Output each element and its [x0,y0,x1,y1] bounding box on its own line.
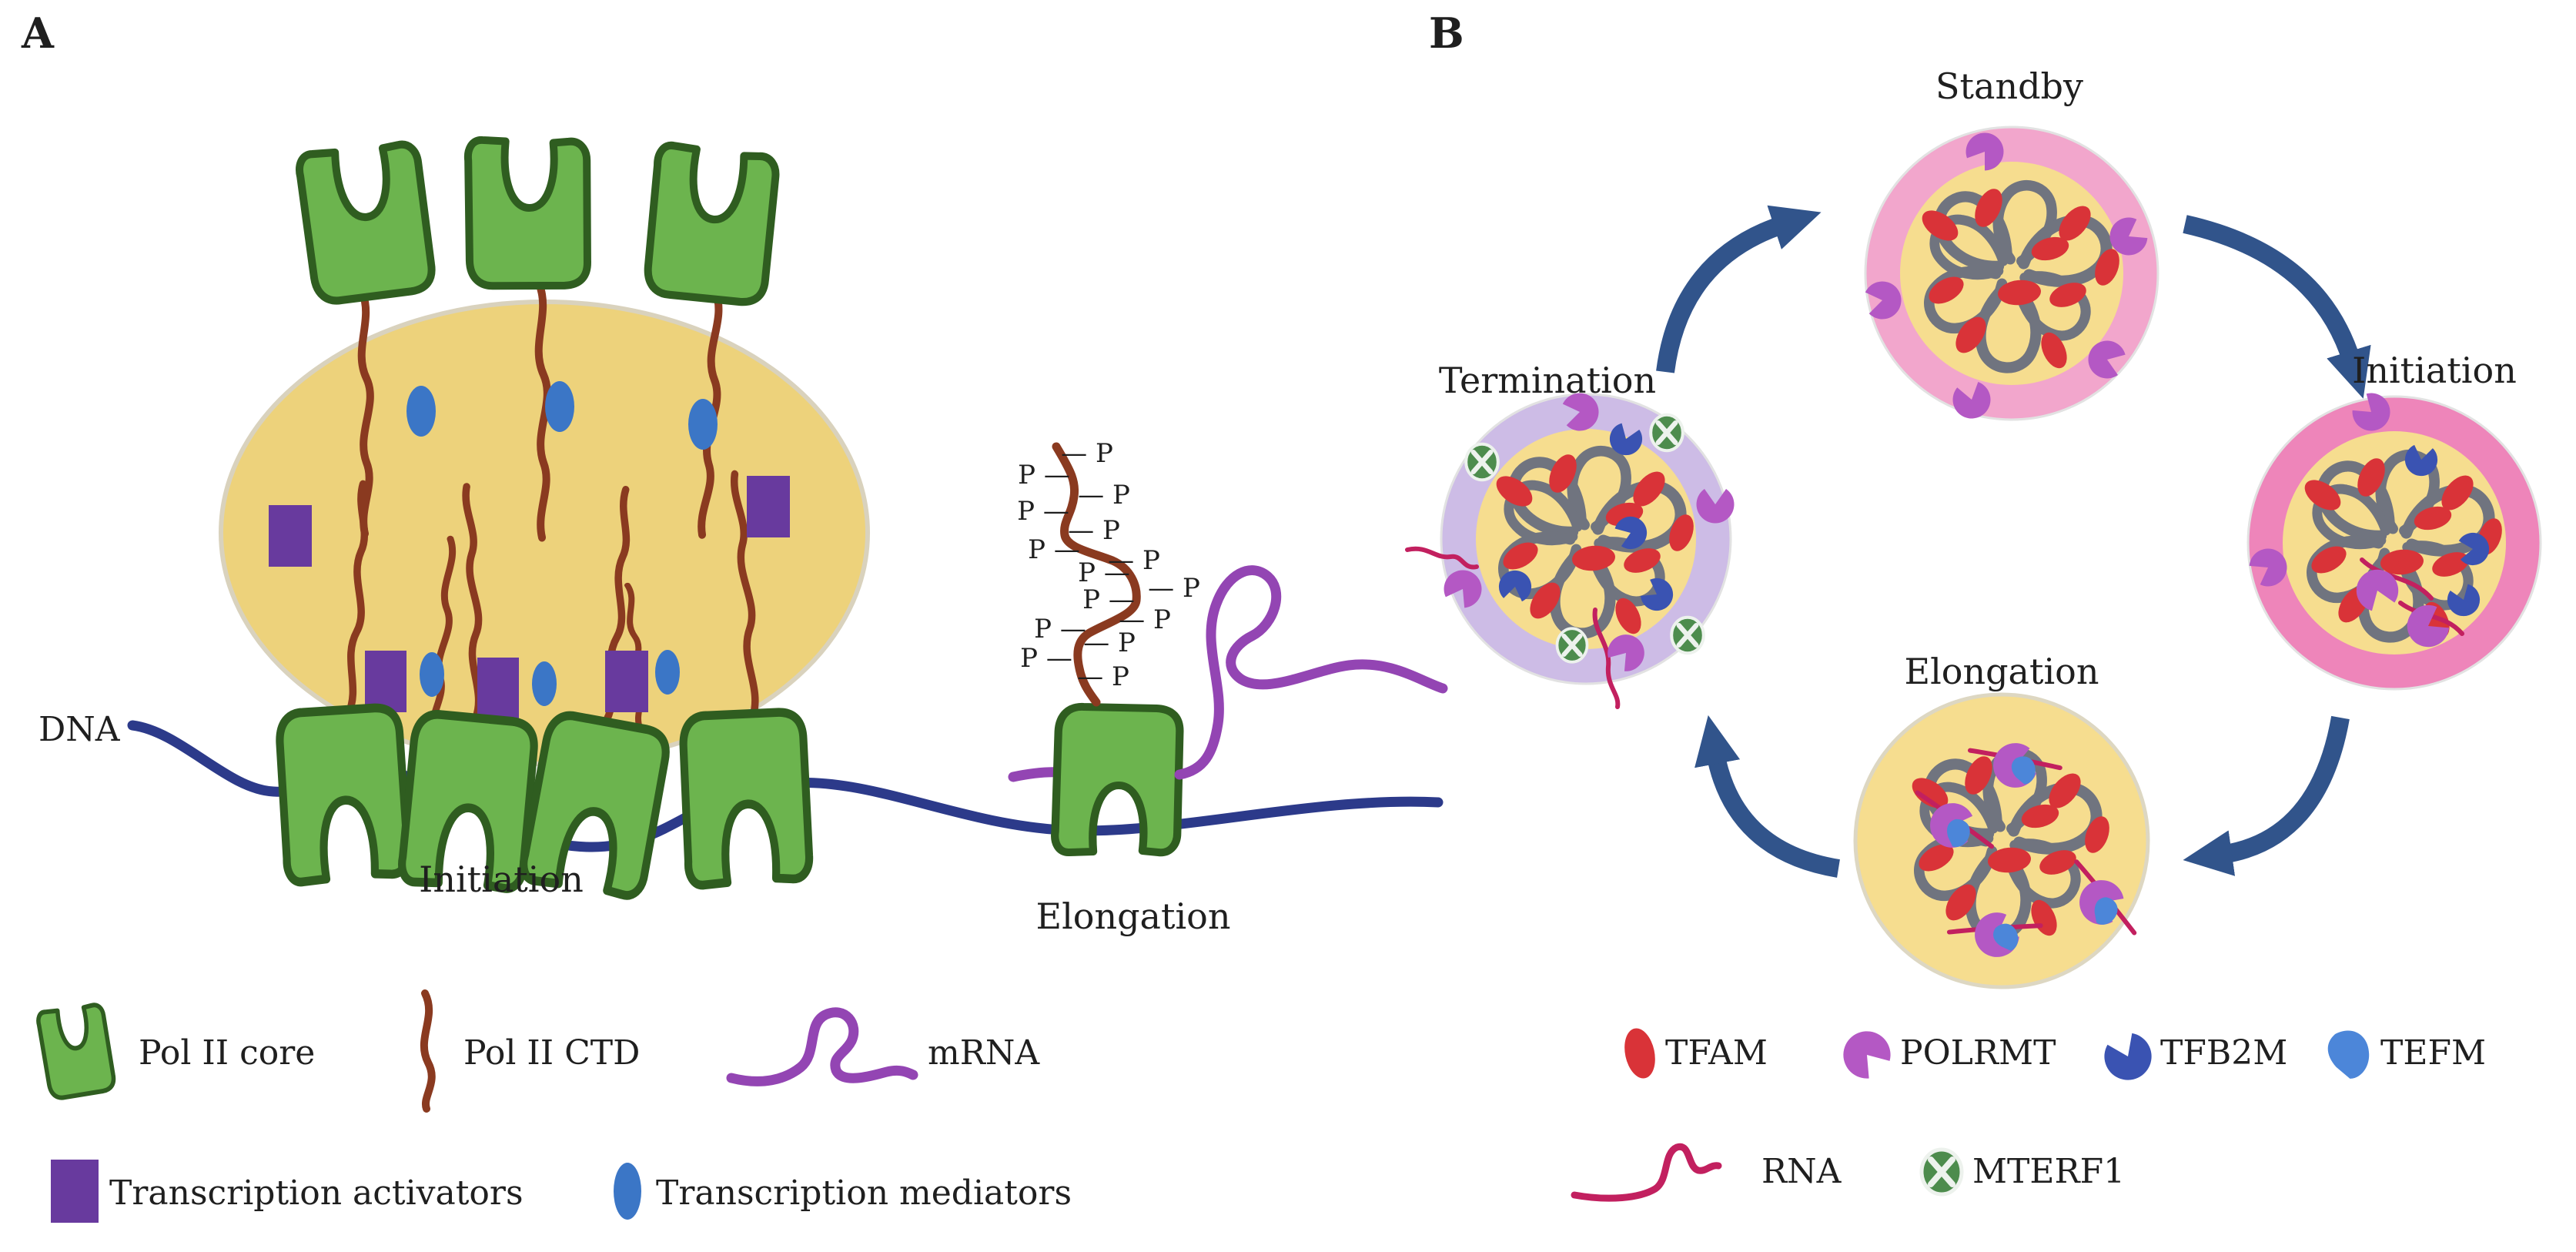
mterf1-icon [1651,415,1683,450]
pol2-core-icon [298,142,434,303]
elongation-stage-label: Elongation [1036,895,1231,937]
phospho-mark: P — [1082,584,1135,615]
standby-nucleoid [1864,125,2159,423]
pol2-ctd-phosphorylated-icon [1052,442,1141,707]
mterf1-icon [1466,444,1498,480]
cycle-arrow-icon [2183,215,2371,399]
phospho-mark: — P [1068,515,1120,546]
elongation-nucleoid [1853,692,2151,989]
transcription-mediator-icon [614,1163,641,1220]
tefm-legend-label: TEFM [2380,1033,2486,1073]
initiation-factors [2245,387,2491,655]
phospho-mark: P — [1017,496,1069,527]
tfam-icon [1620,1025,1660,1082]
elongation-complex: — P P — — P P — — P P — — P P — — P P — … [1008,438,1448,852]
rna-icon [1405,546,1479,570]
pol2-core-icon [466,139,590,287]
transcription-mediator-icon [545,381,574,432]
mterf1-icon [1922,1150,1962,1194]
polrmt-legend-label: POLRMT [1900,1033,2056,1073]
panel-a-legend: Pol II core Pol II CTD mRNA Transcriptio… [37,989,1072,1223]
phospho-mark: — P [1119,604,1171,635]
phospho-mark: P — [1020,643,1072,674]
pol2-core-icon [642,144,781,306]
phospho-mark: P — [1018,460,1070,490]
termination-factors [1405,390,1735,709]
rna-icon [2398,601,2464,636]
mterf1-icon [1557,628,1587,662]
transcription-activator-icon [605,651,648,712]
tefm-icon [2323,1026,2375,1083]
transcription-activators [269,476,790,719]
pol2-ctd-icon [420,989,436,1113]
initiation-b-stage-label: Initiation [2352,350,2517,391]
mterf1-icon [1671,618,1704,653]
activators-legend-label: Transcription activators [109,1173,524,1213]
phospho-mark: P — [1078,557,1130,588]
transcription-activator-icon [747,476,790,537]
mrna-icon [1008,767,1065,782]
cycle-arrows [1656,205,2371,878]
transcription-activator-icon [269,505,312,567]
panel-b: B Standby Initiation [1405,8,2542,1202]
panel-a: A DNA [21,8,1448,1223]
cycle-arrow-icon [1656,205,1822,373]
phospho-mark: — P [1148,573,1200,604]
mrna-icon [726,1007,918,1086]
mediators-legend-label: Transcription mediators [656,1173,1072,1213]
transcription-mediators [406,381,718,706]
elongation-b-stage-label: Elongation [1905,651,2099,692]
initiation-stage-label: Initiation [419,859,584,900]
pol2-core-icon [678,709,814,886]
nucleoid-core [1853,692,2150,989]
transcription-mediator-icon [420,652,444,697]
termination-stage-label: Termination [1439,360,1656,401]
panel-a-label: A [21,8,55,58]
panel-b-label: B [1429,8,1464,58]
mrna-legend-label: mRNA [928,1033,1040,1073]
dna-label: DNA [38,710,121,749]
phospho-marks: — P P — — P P — — P P — — P P — — P P — … [1017,438,1200,692]
transcription-activator-icon [51,1160,99,1223]
phospho-mark: — P [1077,661,1129,692]
polrmt-icon [1833,1021,1898,1085]
phospho-mark: — P [1078,480,1130,511]
phospho-mark: — P [1083,628,1136,658]
standby-stage-label: Standby [1935,65,2083,107]
tfb2m-icon [2098,1029,2159,1088]
cycle-arrow-icon [1694,715,1840,878]
cycle-arrow-icon [2183,715,2350,876]
phospho-mark: — P [1108,545,1160,576]
mrna-icon [1174,565,1448,780]
pol2-ctd-legend-label: Pol II CTD [463,1033,640,1073]
rna-icon [1592,608,1621,709]
termination-nucleoid [1405,390,1735,709]
pol2-core-icon [274,704,412,883]
pol2-core-legend-label: Pol II core [139,1033,315,1073]
transcription-mediator-icon [532,661,557,706]
phospho-mark: P — [1028,534,1080,565]
rna-icon [2360,557,2434,601]
mterf1-legend-label: MTERF1 [1972,1152,2125,1191]
rna-legend-label: RNA [1761,1152,1842,1191]
tfb2m-legend-label: TFB2M [2160,1033,2287,1073]
transcription-mediator-icon [406,386,436,437]
transcription-mediator-icon [688,399,718,450]
transcription-activator-icon [365,651,406,712]
initiation-nucleoid [2245,387,2542,691]
rna-icon [1571,1143,1722,1202]
phospho-mark: P — [1034,614,1086,644]
tfam-legend-label: TFAM [1665,1033,1768,1073]
transcription-mediator-icon [655,650,680,695]
phospho-mark: — P [1061,438,1113,469]
pol2-core-icon [37,1004,115,1100]
panel-b-legend: TFAM POLRMT TFB2M TEFM RNA MTERF1 [1571,1021,2486,1202]
transcription-activator-icon [477,658,519,719]
